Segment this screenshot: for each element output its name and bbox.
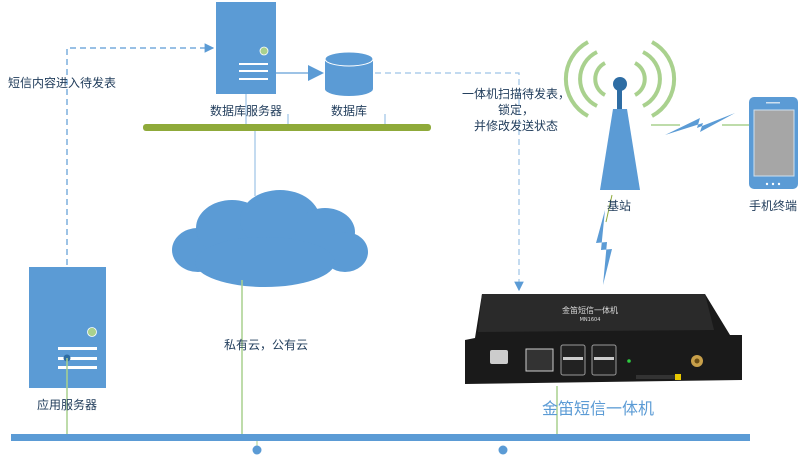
database-label: 数据库 — [330, 104, 368, 118]
network-node — [498, 445, 508, 455]
base-station-label: 基站 — [606, 199, 632, 213]
wireless-link-icon — [665, 113, 735, 135]
cloud-label: 私有云，公有云 — [224, 338, 309, 352]
db-server-icon — [216, 2, 276, 94]
device-label: 金笛短信一体机 — [541, 399, 655, 418]
note-right: 一体机扫描待发表， 锁定， 并修改发送状态 — [462, 86, 570, 134]
network-node — [252, 445, 262, 455]
wireless-link-icon-2 — [596, 210, 612, 285]
cloud-icon — [172, 190, 368, 287]
note-right-line3: 并修改发送状态 — [473, 119, 559, 133]
device-face-brand: 金笛短信一体机 — [562, 305, 618, 315]
db-network-bar — [143, 124, 431, 131]
note-left: 短信内容进入待发表 — [8, 76, 117, 90]
note-right-line1: 一体机扫描待发表， — [461, 87, 571, 101]
app-server-label: 应用服务器 — [36, 398, 98, 412]
note-right-line2: 锁定， — [497, 103, 535, 117]
mobile-label: 手机终端 — [748, 199, 798, 213]
dashed-flow-to-db-server — [66, 43, 215, 265]
db-server-label: 数据库服务器 — [209, 104, 283, 118]
device-face-model: MN1604 — [580, 317, 601, 323]
dashed-flow-to-device — [375, 72, 524, 292]
database-icon — [324, 51, 374, 96]
main-network-bar — [11, 434, 750, 441]
mobile-phone-icon — [749, 97, 798, 189]
base-station-icon — [563, 40, 677, 190]
sms-device-image: 金笛短信一体机 MN1604 — [465, 294, 742, 384]
